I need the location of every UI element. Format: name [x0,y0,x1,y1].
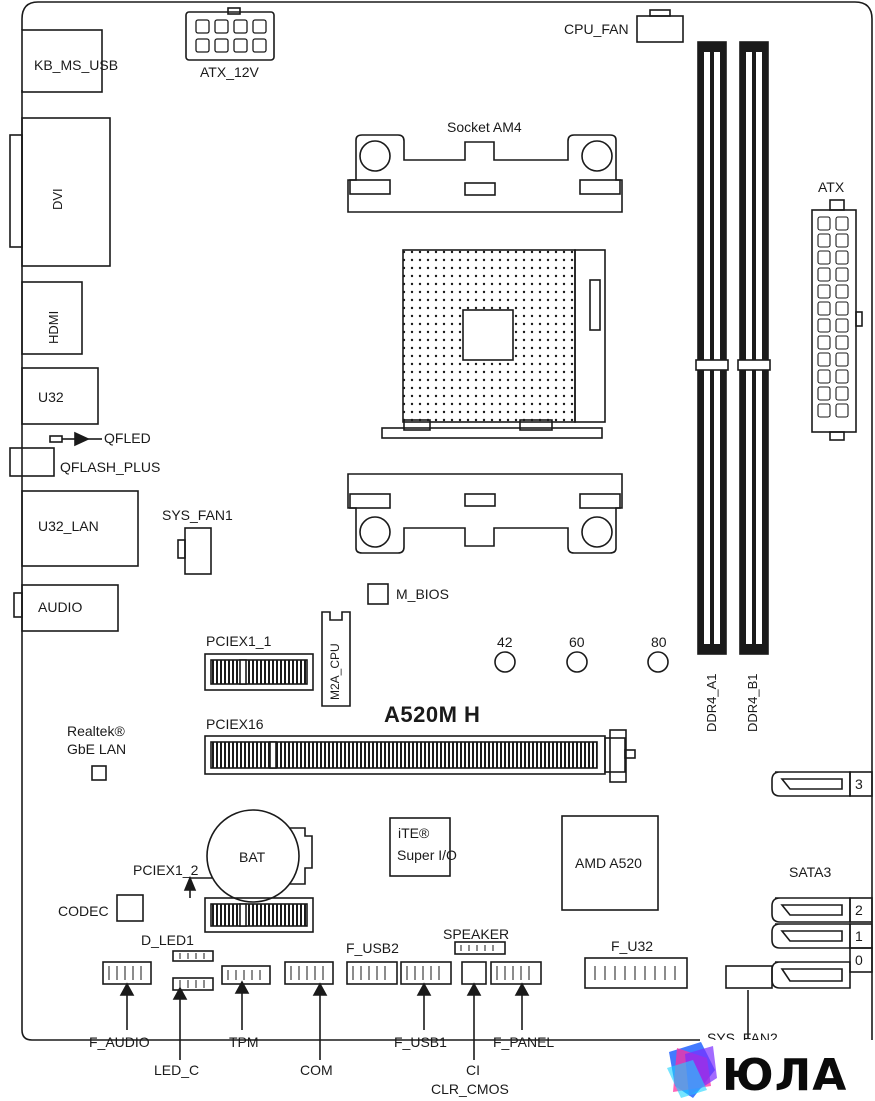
clr-cmos-header [461,961,487,985]
amd-a520-chipset [561,815,659,911]
f-panel-header [490,961,542,985]
codec-label: CODEC [58,903,109,919]
socket-am4-label: Socket AM4 [447,119,522,135]
realtek-label-line2: GbE LAN [67,741,127,757]
hdmi-port [21,281,83,355]
cpu-fan-label: CPU_FAN [564,21,629,37]
u32-lan-port [21,490,139,567]
atx-12v-label: ATX_12V [200,64,259,80]
pciex16-slot [204,729,636,783]
m2a-cpu-connector [321,611,351,707]
led-c-label: LED_C [154,1062,200,1078]
clr-cmos-label: CLR_CMOS [431,1081,509,1097]
m2-60-label: 60 [569,634,585,650]
board-outline [21,1,873,1041]
ddr4-a1-slot [695,41,729,655]
sys-fan1-label: SYS_FAN1 [162,507,233,523]
f-u32-header [584,957,688,989]
u32-lan-label: U32_LAN [38,518,99,534]
f-audio-label: F_AUDIO [89,1034,150,1050]
dvi-label: DVI [50,188,65,210]
hdmi-label: HDMI [46,310,61,344]
realtek-label-line1: Realtek® [67,723,125,739]
u32-label: U32 [38,389,64,405]
tpm-header [221,965,271,985]
pciex1-1-slot [204,653,314,691]
m-bios-label: M_BIOS [396,586,449,602]
sata3-port-1-label: 1 [855,928,863,944]
sata3-port-3 [771,771,873,797]
f-usb1-label: F_USB1 [394,1034,447,1050]
socket-retention-bottom [347,473,623,554]
tpm-label: TPM [229,1034,259,1050]
atx-12v-connector [185,11,275,61]
m2-standoff-80 [647,651,669,673]
sys-fan2-label: SYS_FAN2 [707,1030,778,1040]
ite-super-io-chip [389,817,451,877]
pciex1-2-slot [204,897,314,933]
com-label: COM [300,1062,333,1078]
ite-label-line2: Super I/O [397,847,457,863]
led-c-header [172,977,214,991]
kb-ms-usb-label: KB_MS_USB [34,57,119,73]
atx-24pin-connector [811,199,863,441]
m2-80-label: 80 [651,634,667,650]
sys-fan1-header [184,527,212,575]
ci-label: CI [466,1062,480,1078]
cpu-socket-am4 [381,249,606,439]
m2-42-label: 42 [497,634,513,650]
f-u32-label: F_U32 [611,938,654,954]
qflash-plus-button [9,447,55,477]
speaker-label: SPEAKER [443,926,510,942]
yula-logo-text: ЮЛА [722,1050,848,1101]
pciex1-1-label: PCIEX1_1 [206,633,272,649]
m2-standoff-60 [566,651,588,673]
realtek-lan-chip [91,765,107,781]
sys-fan2-header [725,965,773,989]
bat-label: BAT [239,849,266,865]
m2-standoff-42 [494,651,516,673]
ddr4-b1-label: DDR4_B1 [745,673,760,732]
kb-ms-usb-port [21,29,103,93]
sata3-label: SATA3 [789,864,832,880]
com-header [284,961,334,985]
d-led1-label: D_LED1 [141,932,194,948]
ite-label-line1: iTE® [398,825,430,841]
amd-a520-label: AMD A520 [575,855,642,871]
leader-lines [119,980,749,1060]
m2a-cpu-label: M2A_CPU [328,643,342,700]
ddr4-a1-label: DDR4_A1 [704,673,719,732]
codec-chip [116,894,144,922]
qfled-label: QFLED [104,430,151,446]
f-usb1-header [400,961,452,985]
sata3-port-2-label: 2 [855,902,863,918]
audio-label: AUDIO [38,599,83,615]
sata3-port-2 [771,897,873,923]
sata3-port-0-label: 0 [855,952,863,968]
yula-logo-icon [667,1042,717,1098]
ddr4-b1-slot [737,41,771,655]
speaker-header [454,941,506,955]
cmos-battery [206,809,313,903]
cpu-fan-header [636,15,684,43]
socket-retention-top [347,134,623,213]
pciex1-2-label: PCIEX1_2 [133,862,199,878]
u32-port [21,367,99,425]
qflash-plus-label: QFLASH_PLUS [60,459,161,475]
board-model-label: A520M H [384,702,481,727]
atx-label: ATX [818,179,845,195]
f-usb2-label: F_USB2 [346,940,399,956]
f-audio-header [102,961,152,985]
dvi-port [21,117,111,267]
m-bios-chip [367,583,389,605]
f-usb2-header [346,961,398,985]
sata3-port-3-label: 3 [855,776,863,792]
pciex16-label: PCIEX16 [206,716,264,732]
d-led1-header [172,950,214,962]
f-panel-label: F_PANEL [493,1034,555,1050]
